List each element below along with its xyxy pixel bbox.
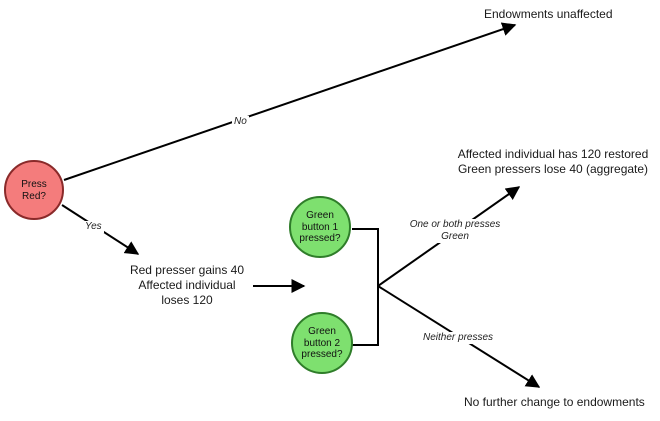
edge-neither-label: Neither presses	[421, 332, 496, 344]
edge-no-arrow	[63, 22, 517, 181]
green-button-2-label: Green button 2 pressed?	[296, 326, 348, 361]
green1-line1: Green	[306, 210, 334, 221]
restored-line2: Green pressers lose 40 (aggregate)	[457, 162, 649, 176]
green1-line3: pressed?	[299, 233, 341, 244]
press-red-line2: Red?	[22, 190, 46, 202]
red-gains-label: Red presser gains 40 Affected individual…	[118, 263, 256, 308]
green2-line1: Green	[308, 326, 336, 337]
green2-line3: pressed?	[301, 349, 343, 360]
green-bracket	[352, 228, 379, 346]
green2-line2: button 2	[303, 337, 341, 349]
press-red-node	[4, 160, 64, 220]
green-button-1-node	[289, 196, 351, 258]
red-gains-line3: loses 120	[161, 293, 213, 307]
endowments-unaffected-label: Endowments unaffected	[484, 7, 613, 21]
edge-one-or-both-label: One or both presses Green	[400, 219, 510, 243]
red-gains-line1: Red presser gains 40	[129, 263, 245, 277]
edge-yes-label: Yes	[83, 221, 104, 233]
no-further-change-label: No further change to endowments	[464, 395, 645, 409]
edge-no-label: No	[232, 116, 249, 128]
press-red-label: Press Red?	[14, 179, 54, 202]
one-or-both-line2: Green	[441, 231, 469, 242]
green1-line2: button 1	[301, 221, 339, 233]
one-or-both-line1: One or both presses	[409, 219, 501, 230]
red-gains-line2: Affected individual	[138, 278, 236, 292]
press-red-line1: Press	[21, 179, 47, 190]
restored-line1: Affected individual has 120 restored	[457, 147, 649, 161]
green-button-2-node	[291, 312, 353, 374]
restored-label: Affected individual has 120 restored Gre…	[446, 147, 660, 177]
green-button-1-label: Green button 1 pressed?	[294, 210, 346, 245]
